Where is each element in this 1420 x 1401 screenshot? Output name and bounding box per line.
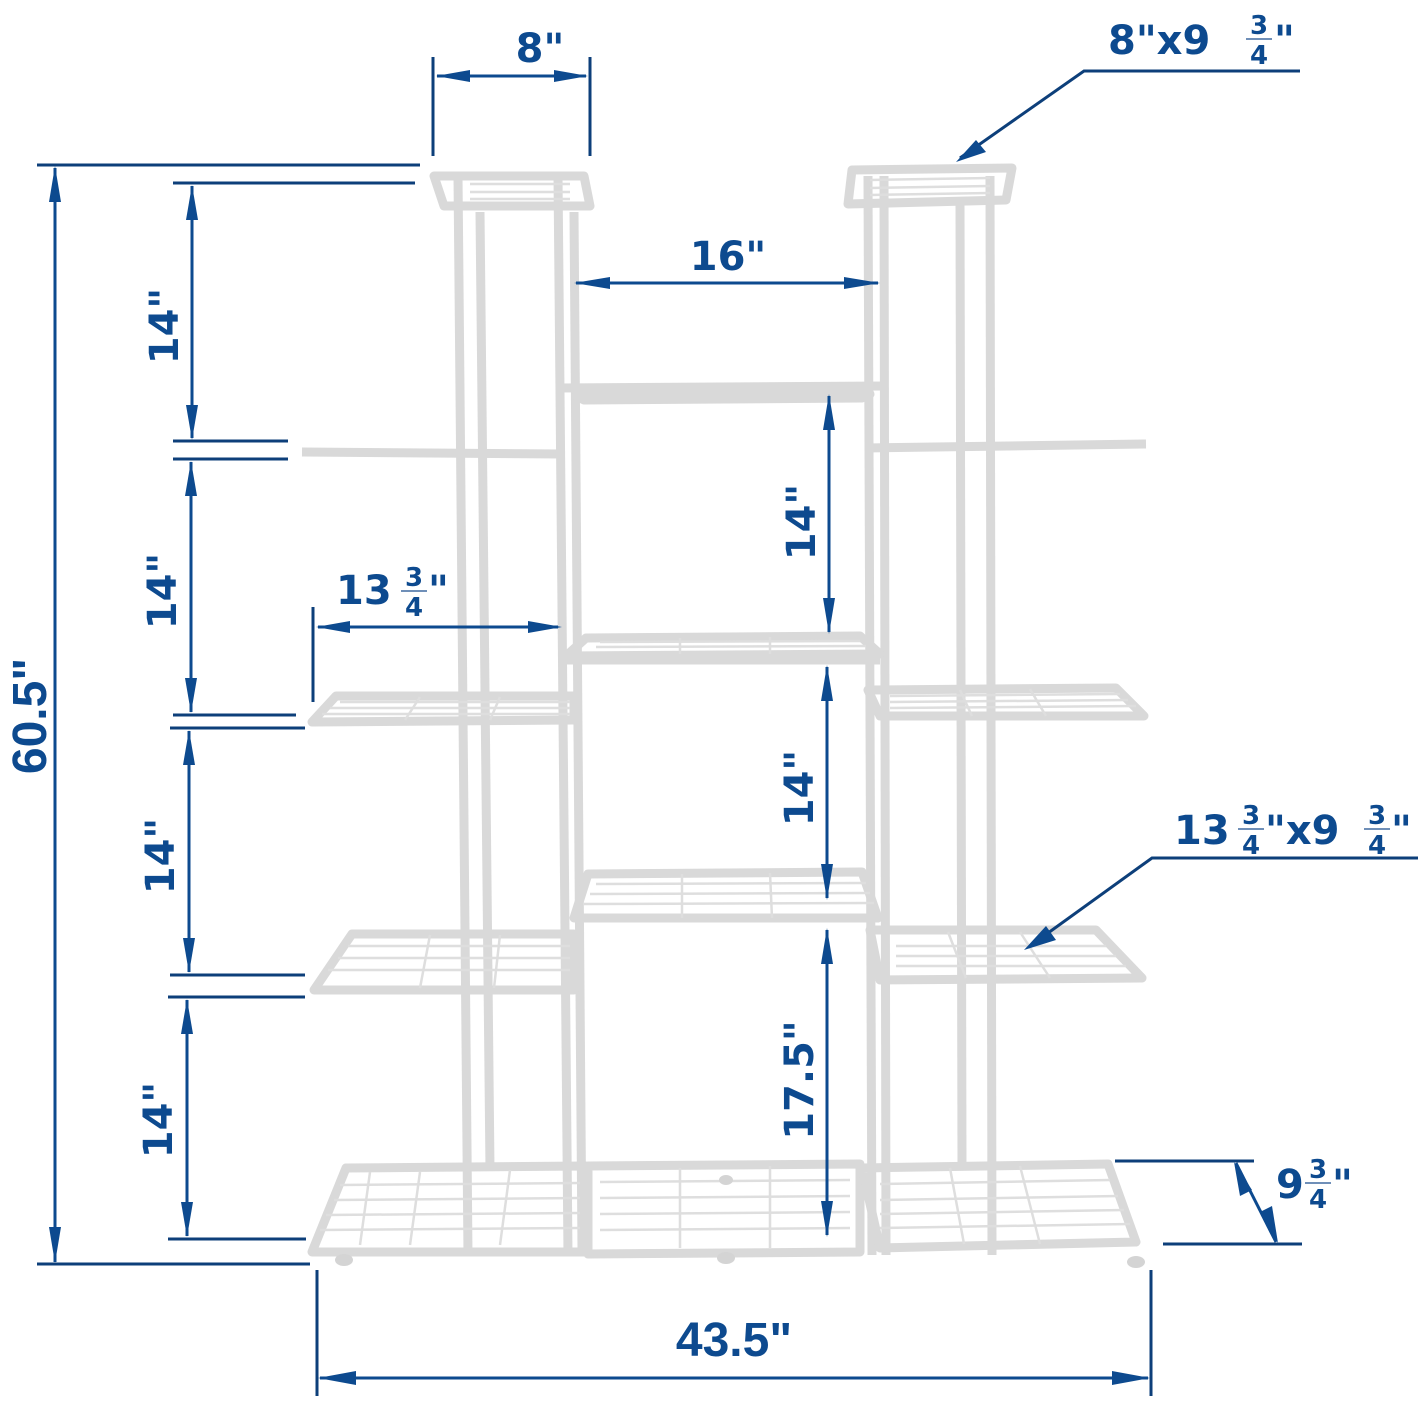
label-center-gap-width: 16" [690, 234, 767, 280]
label-left-spacing-4: 14" [136, 1082, 182, 1159]
right-tower-post-inner [863, 175, 877, 1256]
left-tower-post-inner [553, 175, 573, 1256]
frac-num: 3 [405, 563, 423, 593]
side-bar-upper [301, 439, 1147, 459]
frac-num: 3 [1250, 11, 1268, 41]
label-left-spacing-3: 14" [138, 818, 184, 895]
side-shelf-right-mid [863, 683, 1149, 721]
callout-top-shelf-size: 8"x9 3 4 " [956, 11, 1300, 162]
dimension-total-height: 60.5" [4, 163, 420, 1266]
label-center-spacing-2: 14" [777, 750, 823, 827]
side-shelf-left-low [309, 929, 579, 995]
callout-side-shelf-size: 13 3 4 "x9 3 4 " [1024, 801, 1418, 950]
dimension-center-gap-width: 16" [574, 234, 880, 289]
inch-mark: " [428, 568, 449, 614]
dimension-left-spacing-2: 14" [140, 457, 296, 717]
frac-den: 4 [1368, 831, 1386, 861]
label-left-spacing-2: 14" [140, 553, 186, 630]
top-shelf-right [843, 163, 1017, 209]
dimension-left-spacing-1: 14" [142, 181, 415, 443]
dimension-left-spacing-3: 14" [138, 726, 305, 977]
inch-mark: " [1332, 1162, 1353, 1208]
label-total-height: 60.5" [4, 658, 57, 774]
label-total-width: 43.5" [676, 1314, 792, 1367]
side-shelf-right-low [865, 925, 1147, 985]
dimension-center-spacing-3: 17.5" [777, 928, 833, 1237]
label-left-spacing-1: 14" [142, 288, 188, 365]
frac-den: 4 [1309, 1185, 1327, 1215]
center-shelf-1 [557, 381, 887, 405]
frac-num: 3 [1368, 801, 1386, 831]
base-shelf-right [857, 1159, 1141, 1253]
label-depth: 9 [1276, 1162, 1304, 1208]
plant-stand-frame [301, 163, 1149, 1268]
top-shelf-left [429, 171, 595, 211]
center-shelf-3 [569, 867, 883, 923]
label-side-shelf-size: 13 [1174, 808, 1230, 854]
frac-num: 3 [1242, 801, 1260, 831]
dimension-left-spacing-4: 14" [136, 995, 306, 1241]
frac-den: 4 [1242, 831, 1260, 861]
inch-mark: " [1274, 18, 1295, 64]
label-side-shelf-width: 13 [336, 568, 392, 614]
inch-mark: " [1391, 808, 1412, 854]
left-tower-post-back [475, 211, 495, 1171]
dimension-side-shelf-width: 13 3 4 " [311, 563, 562, 702]
dimension-total-width: 43.5" [315, 1270, 1153, 1396]
label-center-spacing-3: 17.5" [777, 1020, 823, 1140]
dimension-depth: 9 3 4 " [1115, 1155, 1353, 1246]
dimension-lines: 8" 8"x9 3 4 " 16" 13 3 4 [4, 11, 1418, 1396]
feet [335, 1175, 1145, 1268]
label-top-shelf-size: 8"x9 [1108, 18, 1210, 64]
center-shelf-2 [561, 631, 885, 665]
size-separator: "x9 [1265, 808, 1339, 854]
frac-den: 4 [405, 593, 423, 623]
frac-den: 4 [1250, 41, 1268, 71]
dimension-top-shelf-width: 8" [431, 26, 592, 156]
frac-num: 3 [1309, 1155, 1327, 1185]
dimension-center-spacing-1: 14" [779, 394, 835, 634]
dimension-center-spacing-2: 14" [777, 665, 833, 900]
label-center-spacing-1: 14" [779, 484, 825, 561]
base-shelf-left [307, 1161, 591, 1257]
left-tower-post-inner-back [569, 211, 587, 1251]
left-tower-post-outer [453, 175, 473, 1256]
side-shelf-left-mid [307, 691, 579, 727]
label-top-shelf-width: 8" [516, 26, 565, 72]
